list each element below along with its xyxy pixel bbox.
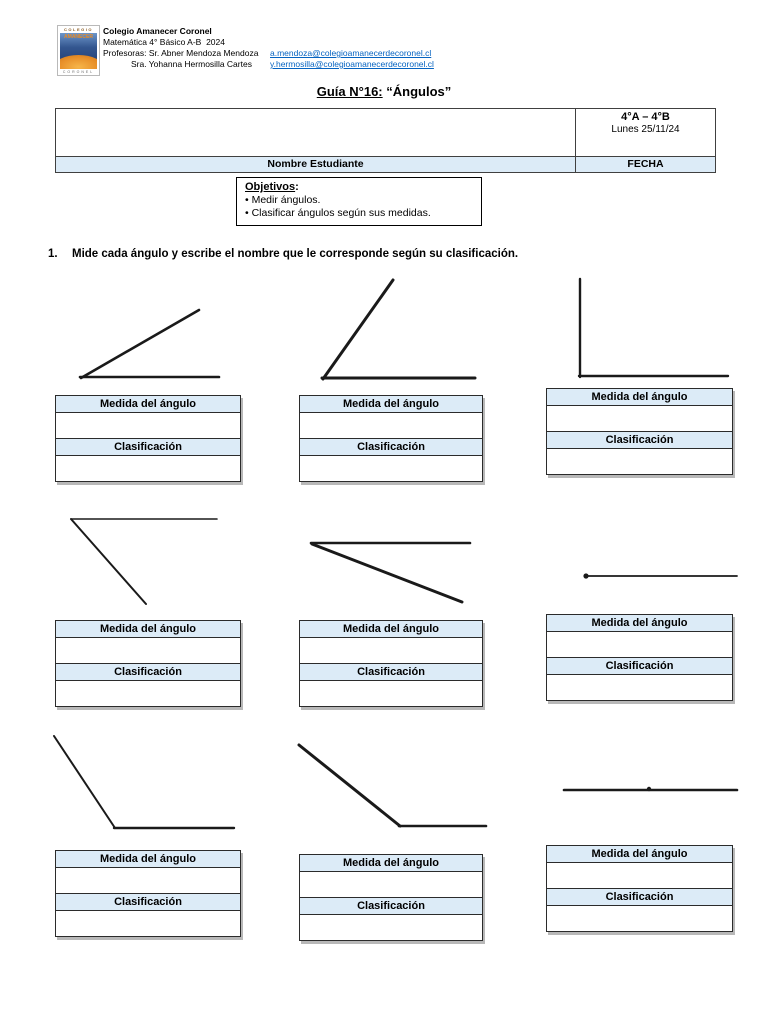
measure-header: Medida del ángulo <box>300 621 482 638</box>
objectives-heading-colon: : <box>295 181 299 193</box>
objectives-list: Medir ángulos. Clasificar ángulos según … <box>245 194 473 220</box>
classification-answer-cell <box>56 456 240 481</box>
classification-answer-cell <box>56 681 240 706</box>
logo-sunrise-image: AMANECER <box>60 33 97 69</box>
answer-table-9: Medida del ángulo Clasificación <box>546 845 733 932</box>
classification-header: Clasificación <box>56 439 240 456</box>
classification-header: Clasificación <box>300 664 482 681</box>
classification-answer-cell <box>547 906 732 931</box>
objectives-heading-word: Objetivos <box>245 181 296 193</box>
measure-header: Medida del ángulo <box>56 396 240 413</box>
group-label: 4°A – 4°B <box>621 111 670 123</box>
date-value: Lunes 25/11/24 <box>611 124 680 135</box>
objectives-box: Objetivos: Medir ángulos. Clasificar áng… <box>236 177 482 226</box>
angle-figure-8 <box>297 743 488 828</box>
measure-header: Medida del ángulo <box>56 621 240 638</box>
logo-amanecer-text: AMANECER <box>64 34 93 40</box>
title-subject: “Ángulos” <box>382 84 452 99</box>
answer-table-8: Medida del ángulo Clasificación <box>299 854 483 941</box>
school-logo: COLEGIO AMANECER CORONEL <box>57 25 100 76</box>
fecha-header: FECHA <box>576 156 715 172</box>
title-guide-number: Guía N°16: <box>316 84 383 99</box>
classification-header: Clasificación <box>547 658 732 675</box>
answer-table-7: Medida del ángulo Clasificación <box>55 850 241 937</box>
objective-item: Medir ángulos. <box>245 194 473 207</box>
measure-answer-cell <box>300 638 482 664</box>
angle-figure-6 <box>583 573 738 579</box>
classification-answer-cell <box>56 911 240 936</box>
answer-table-5: Medida del ángulo Clasificación <box>299 620 483 707</box>
classification-header: Clasificación <box>547 432 732 449</box>
student-name-header: Nombre Estudiante <box>56 156 576 172</box>
classification-answer-cell <box>300 915 482 940</box>
measure-answer-cell <box>56 868 240 894</box>
answer-table-4: Medida del ángulo Clasificación <box>55 620 241 707</box>
classification-header: Clasificación <box>56 664 240 681</box>
measure-answer-cell <box>547 863 732 889</box>
angle-figure-9 <box>562 786 739 792</box>
measure-answer-cell <box>56 638 240 664</box>
logo-colegio-text: COLEGIO <box>64 27 93 32</box>
instruction-number: 1. <box>48 248 58 260</box>
measure-answer-cell <box>300 872 482 898</box>
group-date-cell: 4°A – 4°B Lunes 25/11/24 <box>576 109 715 156</box>
page-title: Guía N°16: “Ángulos” <box>0 84 768 99</box>
measure-answer-cell <box>547 406 732 432</box>
course-line: Matemática 4° Básico A-B 2024 <box>103 37 225 47</box>
student-info-table: 4°A – 4°B Lunes 25/11/24 Nombre Estudian… <box>55 108 716 173</box>
angle-figure-1 <box>78 308 221 380</box>
classification-header: Clasificación <box>300 898 482 915</box>
measure-answer-cell <box>547 632 732 658</box>
teacher-line-2: Sra. Yohanna Hermosilla Cartes <box>131 59 252 69</box>
logo-coronel-text: CORONEL <box>62 70 95 74</box>
measure-header: Medida del ángulo <box>547 389 732 406</box>
answer-table-2: Medida del ángulo Clasificación <box>299 395 483 482</box>
angle-figure-4 <box>70 518 218 605</box>
classification-answer-cell <box>300 456 482 481</box>
school-name: Colegio Amanecer Coronel <box>103 26 212 36</box>
email-link-mendoza[interactable]: a.mendoza@colegioamanecerdecoronel.cl <box>270 48 432 58</box>
email-link-hermosilla[interactable]: y.hermosilla@colegioamanecerdecoronel.cl <box>270 59 434 69</box>
angle-figure-5 <box>309 541 472 604</box>
answer-table-1: Medida del ángulo Clasificación <box>55 395 241 482</box>
classification-answer-cell <box>547 449 732 474</box>
answer-table-3: Medida del ángulo Clasificación <box>546 388 733 475</box>
classification-header: Clasificación <box>547 889 732 906</box>
objectives-heading: Objetivos: <box>245 181 473 194</box>
answer-table-6: Medida del ángulo Clasificación <box>546 614 733 701</box>
classification-answer-cell <box>300 681 482 706</box>
logo-hill-shape <box>60 55 97 69</box>
classification-header: Clasificación <box>300 439 482 456</box>
exercise-instruction: 1. Mide cada ángulo y escribe el nombre … <box>48 248 518 260</box>
measure-answer-cell <box>300 413 482 439</box>
measure-header: Medida del ángulo <box>547 615 732 632</box>
teacher-line-1: Profesoras: Sr. Abner Mendoza Mendoza <box>103 48 259 58</box>
measure-header: Medida del ángulo <box>56 851 240 868</box>
measure-header: Medida del ángulo <box>547 846 732 863</box>
objective-item: Clasificar ángulos según sus medidas. <box>245 207 473 220</box>
angle-figure-7 <box>53 735 236 830</box>
measure-header: Medida del ángulo <box>300 396 482 413</box>
angle-figure-2 <box>320 278 477 381</box>
measure-answer-cell <box>56 413 240 439</box>
classification-answer-cell <box>547 675 732 700</box>
classification-header: Clasificación <box>56 894 240 911</box>
measure-header: Medida del ángulo <box>300 855 482 872</box>
angle-figure-3 <box>577 277 730 379</box>
instruction-text: Mide cada ángulo y escribe el nombre que… <box>72 248 519 260</box>
student-name-cell <box>56 109 576 156</box>
